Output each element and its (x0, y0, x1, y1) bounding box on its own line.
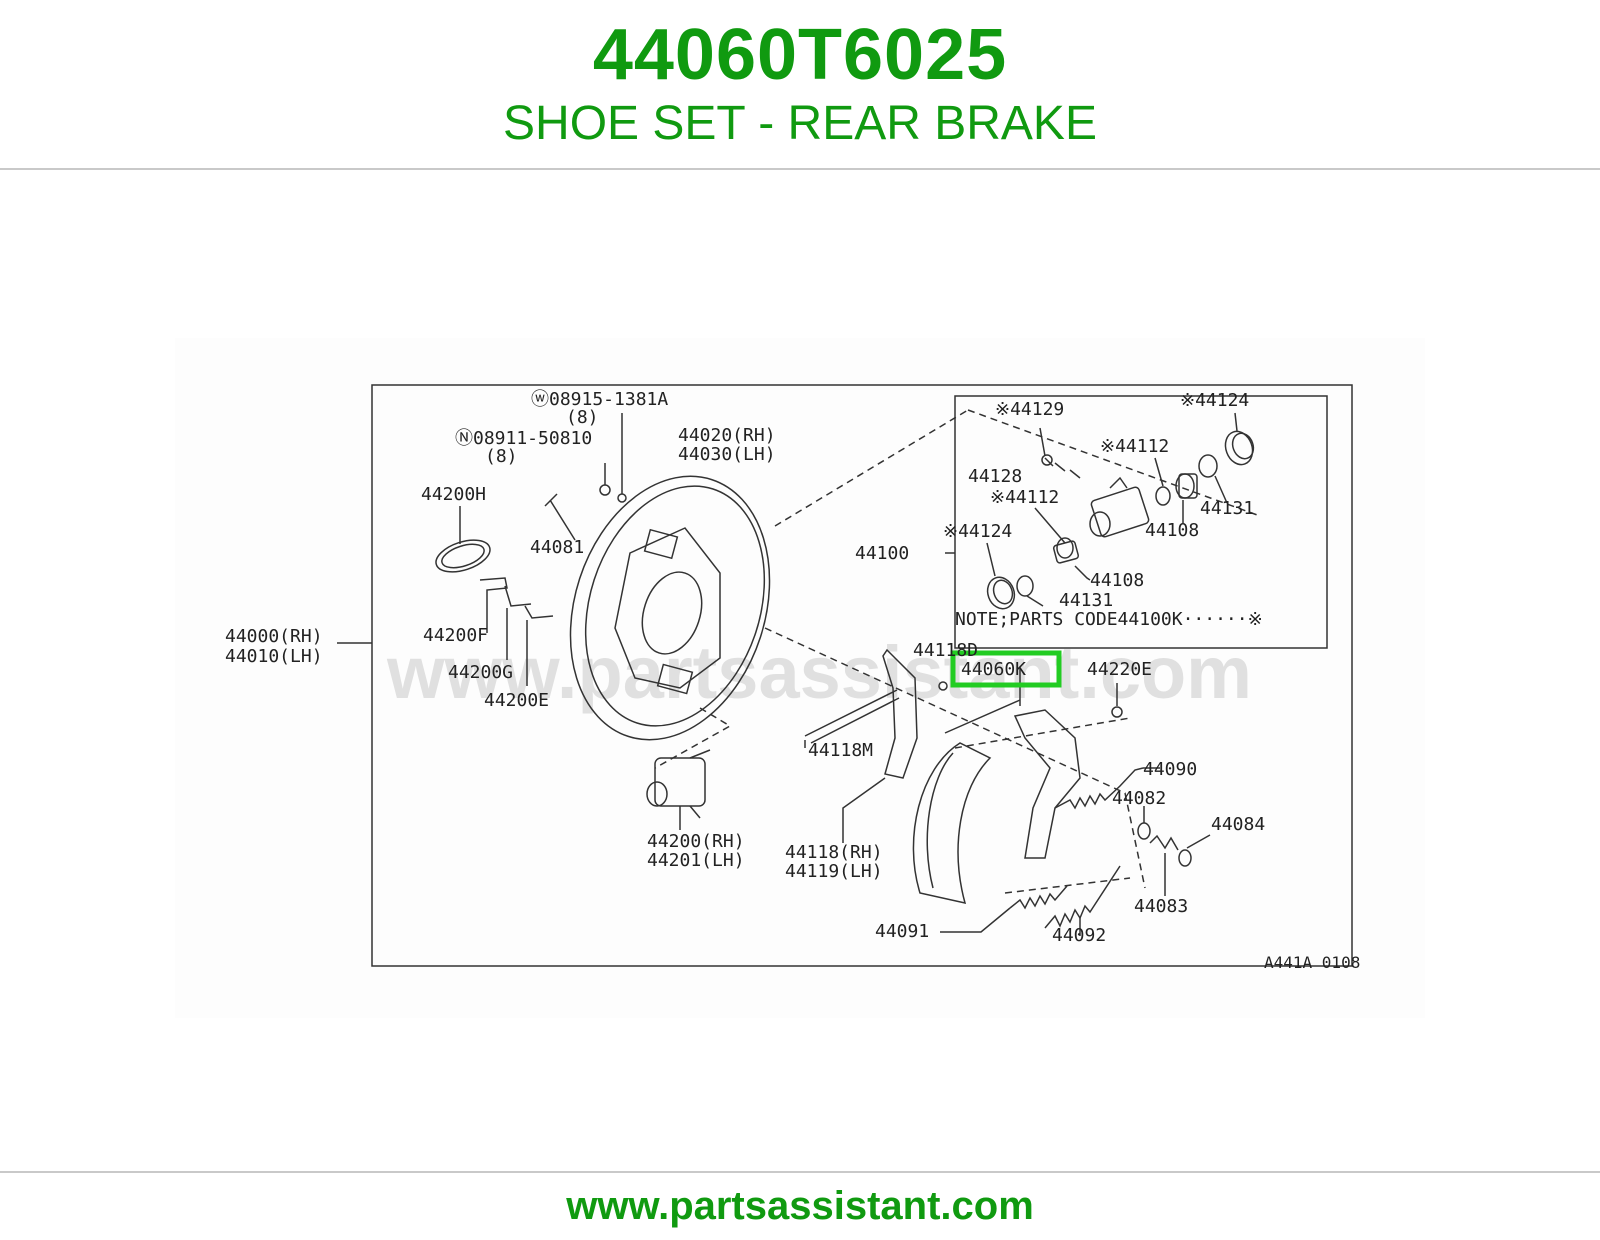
leader-line (944, 699, 1021, 734)
pin-drawing (938, 681, 948, 691)
label-08911-50810[interactable]: Ⓝ08911-50810 (455, 428, 592, 449)
inset-note: NOTE;PARTS CODE44100K······※ (955, 609, 1263, 630)
label-44118d[interactable]: 44118D (913, 640, 978, 661)
label-44108-right[interactable]: 44108 (1145, 520, 1199, 541)
dashed-assembly-line (774, 409, 1261, 527)
dashed-assembly-line (1004, 877, 1131, 894)
label-08911-qty: (8) (485, 446, 518, 467)
label-44131-bottom[interactable]: 44131 (1059, 590, 1113, 611)
footer-url-link[interactable]: www.partsassistant.com (566, 1184, 1034, 1228)
leader-line (842, 777, 886, 843)
label-44084[interactable]: 44084 (1211, 814, 1265, 835)
brake-exploded-diagram: www.partsassistant.com (175, 338, 1425, 1018)
label-44118m[interactable]: 44118M (808, 740, 873, 761)
part-labels: ⓦ08915-1381A (8) Ⓝ08911-50810 (8) 44020(… (225, 389, 1360, 972)
spring-drawing (1149, 834, 1179, 851)
part-number-title: 44060T6025 (592, 15, 1008, 95)
washer-drawing (1111, 706, 1123, 718)
leader-line (940, 907, 1081, 936)
label-44119[interactable]: 44119(LH) (785, 861, 883, 882)
part-description: SHOE SET - REAR BRAKE (503, 97, 1097, 150)
label-44092[interactable]: 44092 (1052, 925, 1106, 946)
label-44000[interactable]: 44000(RH) (225, 626, 323, 647)
diagram-drawing (337, 409, 1261, 936)
watermark-text: www.partsassistant.com (386, 631, 1252, 714)
seal-ring-drawing (441, 543, 485, 569)
seal-ring-drawing (435, 539, 491, 573)
label-44200[interactable]: 44200(RH) (647, 831, 745, 852)
wheel-cylinder-inset (954, 395, 1328, 649)
strut-drawing (804, 689, 900, 744)
leader-line (1143, 806, 1211, 896)
leader-line (486, 600, 528, 686)
label-08915-qty: (8) (566, 407, 599, 428)
header-divider (0, 168, 1600, 170)
label-44220e[interactable]: 44220E (1087, 659, 1152, 680)
label-44100[interactable]: 44100 (855, 543, 909, 564)
label-44112-top[interactable]: ※44112 (1100, 436, 1169, 457)
label-44129[interactable]: ※44129 (995, 399, 1064, 420)
cup-drawing (1178, 849, 1192, 867)
label-44083[interactable]: 44083 (1134, 896, 1188, 917)
spring-drawing (1044, 865, 1121, 929)
label-44201[interactable]: 44201(LH) (647, 850, 745, 871)
bolt-drawing (544, 493, 576, 541)
label-44200g[interactable]: 44200G (448, 662, 513, 683)
inset-wheel-cylinder-drawing (945, 412, 1255, 610)
diagram-frame (371, 384, 1353, 967)
brake-shoe-drawing (912, 709, 1081, 905)
spring-drawing (1054, 767, 1144, 810)
label-44200h[interactable]: 44200H (421, 484, 486, 505)
diagram-background (175, 338, 1425, 1018)
leader-line (604, 413, 623, 494)
figure-code: A441A 0108 (1264, 953, 1360, 972)
label-44020[interactable]: 44020(RH) (678, 425, 776, 446)
label-44128[interactable]: 44128 (968, 466, 1022, 487)
label-44118[interactable]: 44118(RH) (785, 842, 883, 863)
dashed-assembly-line (764, 627, 1146, 889)
parking-lever-drawing (882, 648, 918, 779)
label-44200f[interactable]: 44200F (423, 625, 488, 646)
backing-plate-drawing (569, 475, 771, 741)
label-44030[interactable]: 44030(LH) (678, 444, 776, 465)
label-44060k[interactable]: 44060K (961, 659, 1026, 680)
label-44131-right[interactable]: 44131 (1200, 498, 1254, 519)
label-44112-mid[interactable]: ※44112 (990, 487, 1059, 508)
label-44082[interactable]: 44082 (1112, 788, 1166, 809)
label-08915-1381a[interactable]: ⓦ08915-1381A (531, 389, 668, 410)
wheel-cylinder-drawing (646, 749, 711, 830)
label-44081[interactable]: 44081 (530, 537, 584, 558)
label-44090[interactable]: 44090 (1143, 759, 1197, 780)
label-44200e[interactable]: 44200E (484, 690, 549, 711)
clip-drawing (479, 577, 554, 619)
label-44010[interactable]: 44010(LH) (225, 646, 323, 667)
header: 44060T6025 SHOE SET - REAR BRAKE (0, 0, 1600, 170)
label-44091[interactable]: 44091 (875, 921, 929, 942)
label-44108-bottom[interactable]: 44108 (1090, 570, 1144, 591)
spring-drawing (1009, 885, 1068, 910)
footer-divider (0, 1171, 1600, 1173)
dashed-assembly-line (954, 717, 1131, 749)
selected-part-highlight (950, 650, 1062, 688)
label-44124-left[interactable]: ※44124 (943, 521, 1012, 542)
label-44124-top[interactable]: ※44124 (1180, 390, 1249, 411)
